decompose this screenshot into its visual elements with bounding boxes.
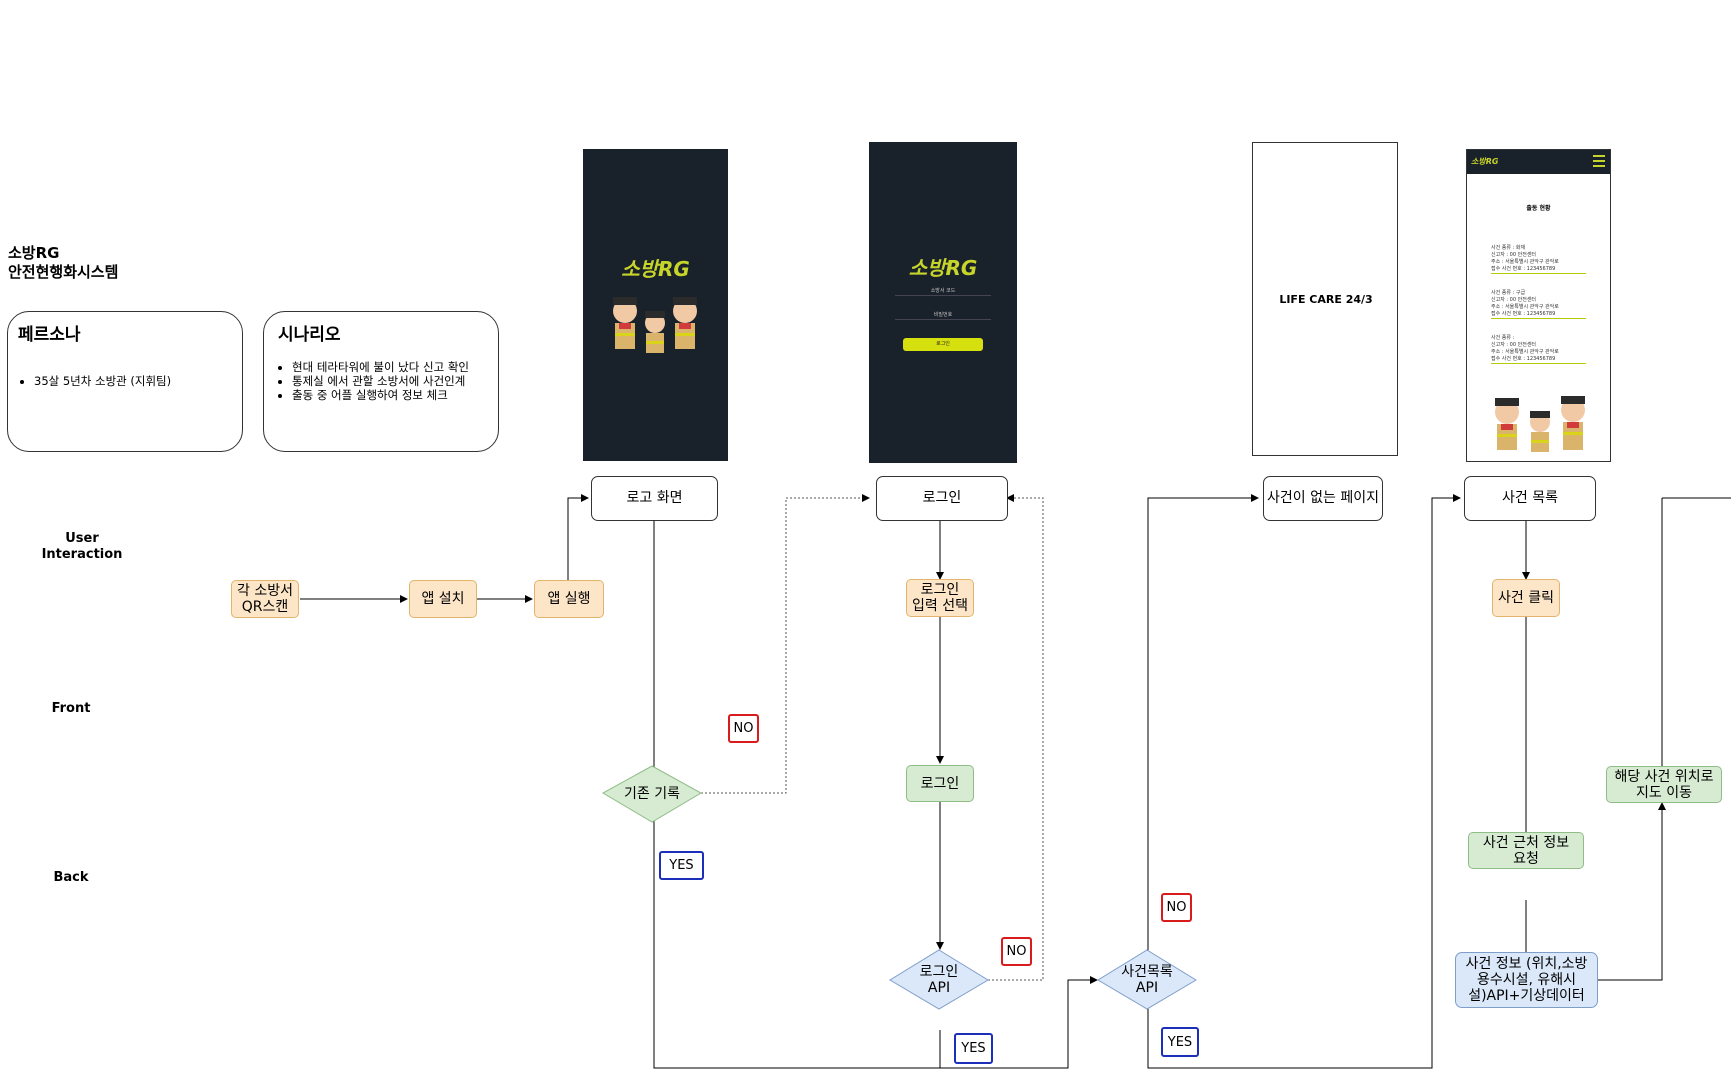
yes-tag: YES xyxy=(954,1033,993,1064)
splash-screen-mockup: 소방RG xyxy=(583,149,728,461)
login-select-line-2: 입력 선택 xyxy=(912,598,968,614)
lane-label-back: Back xyxy=(53,870,89,885)
map-move-line-1: 해당 사건 위치로 xyxy=(1614,768,1714,785)
code-field[interactable]: 소방서 코드 xyxy=(895,288,991,296)
persona-heading: 페르소나 xyxy=(18,325,81,345)
lane-label-user-line-2: Interaction xyxy=(41,547,123,562)
front-login-step: 로그인 xyxy=(906,765,974,802)
lane-label-user-interaction: User Interaction xyxy=(30,531,134,563)
run-app-action[interactable]: 앱 실행 xyxy=(534,580,604,618)
scenario-item: 통제실 에서 관할 소방서에 사건인계 xyxy=(292,374,469,388)
login-api-diamond xyxy=(889,949,989,1010)
no-tag: NO xyxy=(1161,893,1192,922)
persona-card: 페르소나 35살 5년차 소방관 (지휘팀) xyxy=(7,311,243,452)
install-app-action[interactable]: 앱 설치 xyxy=(409,580,477,618)
existing-record-diamond xyxy=(601,765,703,823)
lane-label-front: Front xyxy=(51,701,91,716)
yes-tag: YES xyxy=(659,851,704,880)
no-tag: NO xyxy=(728,714,759,743)
page-logo-screen[interactable]: 로고 화면 xyxy=(591,476,718,521)
nearby-request-line-2: 요청 xyxy=(1513,850,1539,867)
scenario-heading: 시나리오 xyxy=(278,325,341,345)
login-screen-logo: 소방RG xyxy=(908,256,978,280)
no-tag: NO xyxy=(1001,937,1032,966)
yes-tag: YES xyxy=(1161,1027,1199,1057)
incident-info-line-1: 사건 정보 (위치,소방 xyxy=(1465,956,1588,972)
incident-info-line-3: 설)API+기상데이터 xyxy=(1468,988,1585,1004)
firefighter-mascots-image xyxy=(613,297,697,353)
splash-logo: 소방RG xyxy=(621,257,690,281)
qr-scan-line-1: 각 소방서 xyxy=(237,583,293,599)
system-title: 소방RG 안전현행화시스템 xyxy=(8,244,118,282)
system-title-line-2: 안전현행화시스템 xyxy=(8,263,119,281)
login-screen-mockup: 소방RG 소방서 코드 비밀번호 로그인 xyxy=(869,142,1017,463)
page-incident-list[interactable]: 사건 목록 xyxy=(1464,476,1596,521)
page-login[interactable]: 로그인 xyxy=(876,476,1008,521)
login-input-select-action[interactable]: 로그인 입력 선택 xyxy=(906,579,974,617)
map-move-step: 해당 사건 위치로 지도 이동 xyxy=(1606,766,1722,803)
no-incident-screen-mockup: LIFE CARE 24/3 xyxy=(1252,142,1398,456)
scenario-list: 현대 테라타워에 불이 났다 신고 확인 통제실 에서 관할 소방서에 사건인계… xyxy=(274,360,469,402)
list-header-bar: 소방RG xyxy=(1467,150,1610,174)
qr-scan-action[interactable]: 각 소방서 QR스캔 xyxy=(231,580,299,618)
qr-scan-line-2: QR스캔 xyxy=(241,599,289,615)
list-header-logo: 소방RG xyxy=(1471,157,1499,166)
lane-label-user-line-1: User xyxy=(65,531,99,546)
scenario-item: 현대 테라타워에 불이 났다 신고 확인 xyxy=(292,360,469,374)
persona-item: 35살 5년차 소방관 (지휘팀) xyxy=(34,374,171,388)
nearby-request-line-1: 사건 근처 정보 xyxy=(1482,834,1570,851)
empty-page-title: LIFE CARE 24/3 xyxy=(1279,293,1373,306)
incident-info-line-2: 용수시설, 유해시 xyxy=(1476,972,1577,988)
list-title: 출동 현황 xyxy=(1526,205,1551,212)
persona-list: 35살 5년차 소방관 (지휘팀) xyxy=(16,374,171,388)
map-move-line-2: 지도 이동 xyxy=(1636,784,1692,801)
nearby-info-request-step: 사건 근처 정보 요청 xyxy=(1468,832,1584,869)
scenario-item: 출동 중 어플 실행하여 정보 체크 xyxy=(292,388,469,402)
login-submit-button[interactable]: 로그인 xyxy=(903,338,983,351)
firefighter-mascots-image xyxy=(1495,396,1585,452)
incident-click-action[interactable]: 사건 클릭 xyxy=(1492,579,1560,617)
incident-info-api-step: 사건 정보 (위치,소방 용수시설, 유해시 설)API+기상데이터 xyxy=(1455,952,1598,1008)
password-field[interactable]: 비밀번호 xyxy=(895,312,991,320)
incident-list-api-diamond xyxy=(1097,949,1197,1010)
scenario-card: 시나리오 현대 테라타워에 불이 났다 신고 확인 통제실 에서 관할 소방서에… xyxy=(263,311,499,452)
system-title-line-1: 소방RG xyxy=(8,244,60,262)
hamburger-menu-icon[interactable] xyxy=(1593,155,1605,157)
page-no-incident[interactable]: 사건이 없는 페이지 xyxy=(1263,476,1383,521)
login-select-line-1: 로그인 xyxy=(920,582,960,598)
